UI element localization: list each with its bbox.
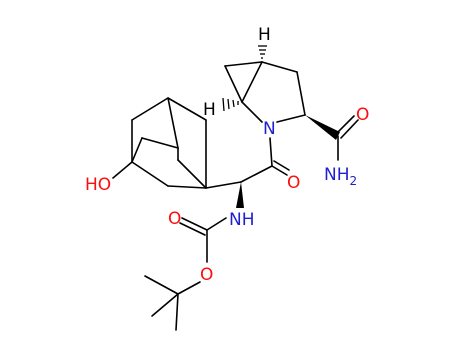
ring-nitrogen-label: N: [263, 119, 276, 139]
bond: [261, 61, 298, 73]
atom-labels: H H N O NH2 O HO NH O O: [85, 25, 369, 285]
hashed-bond: [258, 45, 267, 59]
ketone-oxygen-label: O: [287, 173, 300, 193]
bond: [179, 222, 206, 236]
bond: [144, 275, 179, 295]
bond: [335, 115, 355, 135]
bond: [224, 61, 263, 67]
bond: [206, 217, 227, 231]
bond: [131, 97, 169, 121]
carbamate-nitrogen-label: NH: [229, 210, 255, 230]
bonds: [112, 61, 359, 331]
bond: [241, 61, 263, 103]
bond: [273, 160, 290, 171]
stereo-hydrogen-left-label: H: [203, 100, 216, 120]
bond: [177, 159, 207, 189]
bond: [240, 165, 273, 183]
wedge-bond: [305, 115, 340, 140]
carbamate-carbonyl-oxygen-label: O: [168, 209, 181, 229]
hydroxyl-label: HO: [85, 175, 111, 195]
bond: [131, 137, 143, 163]
bond: [167, 97, 179, 149]
carbamate-ester-oxygen-label: O: [200, 265, 213, 285]
bond: [241, 101, 263, 123]
bond: [131, 161, 169, 187]
bond: [141, 137, 179, 149]
bond: [340, 119, 359, 139]
primary-amide-nitrogen-label: NH2: [324, 165, 357, 188]
hashed-bond: [222, 97, 239, 112]
bond: [269, 137, 273, 167]
stereo-bonds: [222, 45, 340, 208]
primary-amide-oxygen-label: O: [356, 105, 369, 125]
bond: [224, 65, 243, 103]
bond: [276, 114, 306, 123]
bond: [205, 181, 242, 189]
bond: [175, 293, 179, 331]
wedge-bond: [236, 182, 244, 208]
bond: [151, 293, 179, 317]
bond: [181, 217, 208, 231]
bond: [167, 185, 207, 189]
bond: [167, 97, 207, 121]
bond: [296, 71, 306, 116]
bond: [112, 161, 133, 179]
bond: [271, 165, 288, 176]
bond: [177, 281, 201, 295]
stereo-hydrogen-top-label: H: [258, 25, 271, 45]
